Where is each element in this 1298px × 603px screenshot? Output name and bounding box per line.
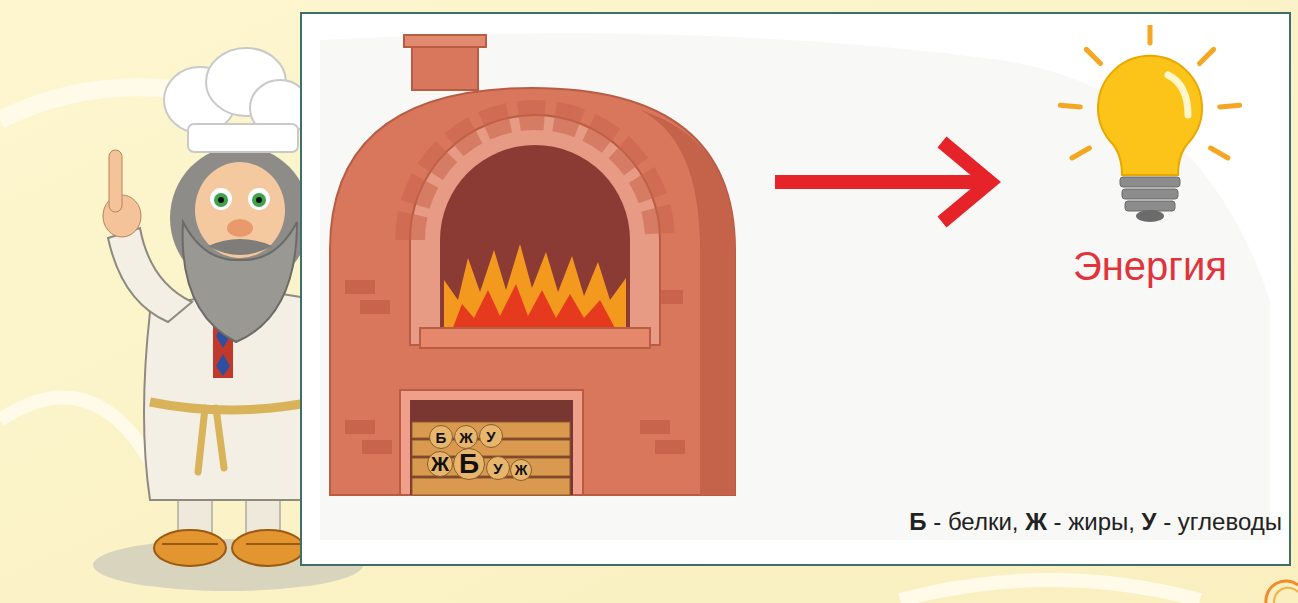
chef-figure-part: [232, 530, 304, 566]
chef-figure-part: [188, 124, 298, 152]
nutrient-letter: Ж: [431, 454, 449, 474]
arrow-symbol-part: [775, 175, 985, 189]
legend-part: У: [1142, 508, 1157, 535]
firewood-log: Б: [429, 425, 453, 449]
brick-oven-part: [404, 35, 486, 47]
brick-oven-part-part: [640, 420, 670, 434]
legend-part: Б: [909, 508, 926, 535]
brick-oven-part-part: [412, 478, 570, 495]
legend-part: - углеводы: [1157, 508, 1282, 535]
light-ray: [1220, 105, 1240, 107]
firewood-log: У: [479, 424, 503, 448]
nutrient-letter: У: [493, 461, 502, 476]
light-ray: [1199, 49, 1213, 63]
chef-figure-part: [208, 239, 272, 255]
nutrient-letter: У: [486, 429, 495, 444]
chef-figure-part: [162, 543, 302, 545]
background-part: [1274, 588, 1298, 603]
brick-oven-part-part: [345, 420, 375, 434]
brick-oven-part-part: [345, 280, 375, 294]
brick-oven-part-part: [362, 440, 392, 454]
chef-figure-part: [198, 408, 224, 472]
bulb-base: [1125, 201, 1175, 211]
brick-oven-part: [330, 88, 735, 495]
chef-figure-part: [183, 222, 297, 342]
bulb-highlight: [1168, 75, 1188, 115]
chef-figure-part: [109, 150, 122, 212]
lightbulb-node: Энергия: [1040, 25, 1260, 293]
chef-figure-part: [154, 530, 226, 566]
chef-figure-part: [195, 162, 285, 258]
panel: [301, 13, 1290, 565]
brick-oven-part: [410, 400, 573, 495]
brick-oven-part: [420, 328, 650, 348]
bulb-glass: [1098, 56, 1202, 175]
arrow-symbol-part: [942, 142, 990, 222]
brick-oven-part: [410, 115, 660, 345]
nutrient-letter: Ж: [515, 463, 528, 477]
background-part: [900, 580, 1200, 600]
brick-oven-part: [440, 145, 630, 330]
firewood-log: Ж: [454, 425, 478, 449]
light-ray: [1072, 148, 1089, 158]
light-ray: [1086, 49, 1100, 63]
brick-oven: [330, 35, 735, 495]
chef-figure-part: [210, 188, 232, 210]
firewood-log: Ж: [427, 451, 453, 477]
nutrient-letter: Б: [459, 450, 479, 478]
lightbulb-icon: [1040, 25, 1260, 243]
brick-oven-part: [412, 422, 570, 495]
firewood-log: Б: [453, 448, 485, 480]
firewood-log: У: [486, 456, 510, 480]
brick-oven-part: [452, 284, 616, 330]
nutrient-letter: Б: [436, 430, 447, 445]
text-holder: Энергия: [1040, 243, 1260, 289]
panel-part: [320, 33, 1270, 540]
light-ray: [1211, 148, 1228, 158]
chef-figure-part: [218, 197, 224, 203]
brick-oven-part-part: [360, 300, 390, 314]
light-ray: [1060, 105, 1080, 107]
background-part: [0, 398, 150, 461]
bulb-base: [1120, 177, 1180, 187]
light-ray: [1148, 25, 1153, 43]
chef-figure-part: [248, 188, 270, 210]
chef-figure-part: [150, 402, 312, 410]
nutrient-letter: Ж: [459, 430, 473, 445]
background-part: [1266, 581, 1298, 603]
brick-oven-part-part: [655, 440, 685, 454]
legend-part: - жиры,: [1047, 508, 1142, 535]
legend-part: Ж: [1025, 508, 1047, 535]
energy-label: Энергия: [1040, 243, 1260, 289]
legend-part: - белки,: [927, 508, 1026, 535]
chef-figure-part: [252, 193, 266, 207]
panel-part: [301, 13, 1290, 565]
chef-figure-part: [256, 197, 262, 203]
bulb-base: [1136, 210, 1164, 222]
chef-figure-part: [214, 193, 228, 207]
firewood-log: Ж: [510, 459, 532, 481]
legend-caption: Б - белки, Ж - жиры, У - углеводы: [909, 508, 1282, 536]
brick-oven-part: [400, 390, 583, 495]
brick-oven-part: [444, 244, 626, 330]
arrow-symbol: [775, 142, 990, 222]
chef-figure-part: [227, 219, 253, 237]
bulb-base: [1122, 189, 1178, 199]
